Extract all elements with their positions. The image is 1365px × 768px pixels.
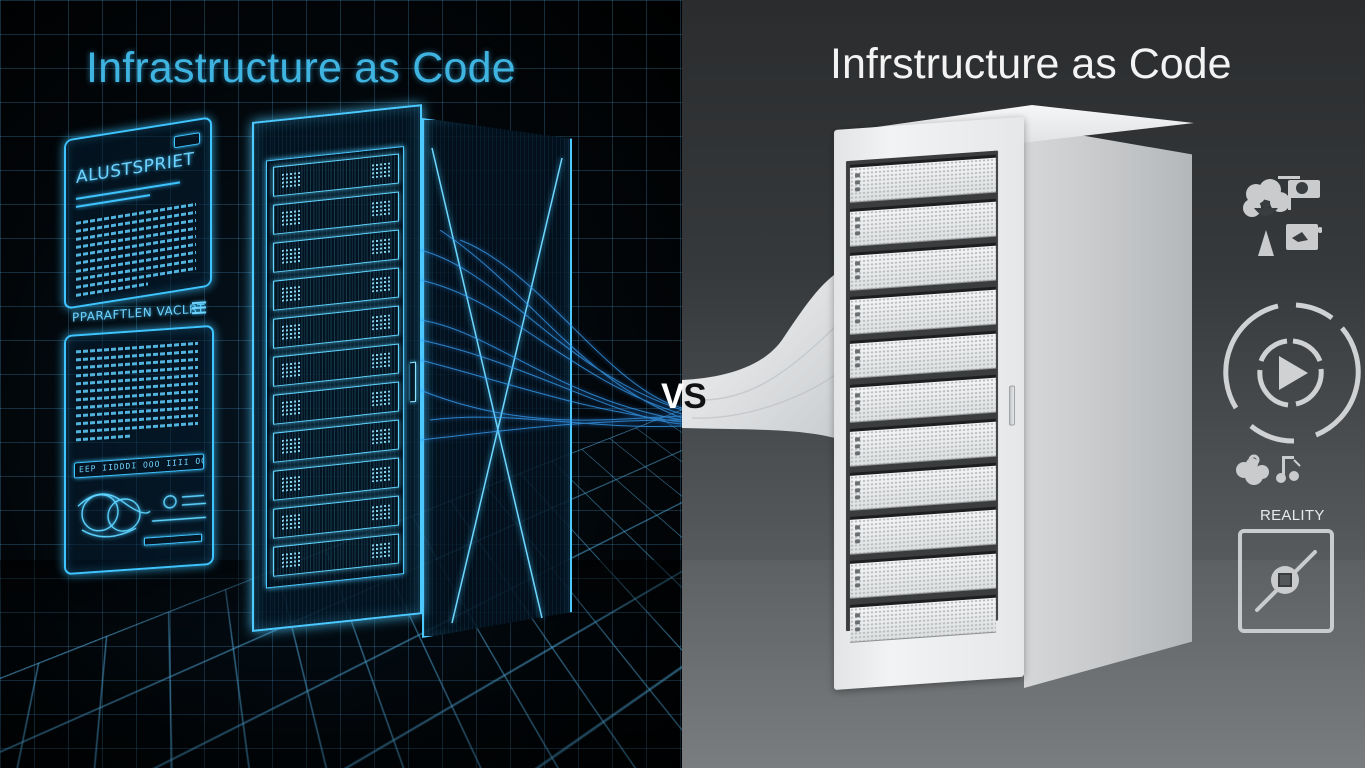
vs-letter-s: S	[683, 377, 706, 416]
music-note-icon	[1276, 456, 1301, 483]
cloud-music-icons	[1236, 454, 1301, 485]
rack-door-handle	[410, 361, 416, 403]
flowing-cloth	[682, 270, 843, 440]
wire-rack-bay	[266, 146, 404, 589]
vs-label: VS	[661, 377, 707, 417]
white-server-rack	[834, 116, 1024, 690]
wire-rack-side	[422, 118, 572, 638]
gear-diagram-icon	[77, 493, 206, 538]
reality-slider-icon	[1238, 529, 1334, 633]
wire-rack-brace	[431, 147, 563, 624]
people-camera-icon	[1243, 176, 1322, 256]
cloud-icon	[1236, 454, 1269, 485]
left-title: Infrastructure as Code	[86, 44, 516, 92]
vs-letter-v: V	[661, 377, 684, 416]
holo-document-bottom: PPARAFTLEN VACLRT EEP IIDDDI OOO IIII OO	[64, 301, 214, 576]
white-rack-bay	[846, 150, 998, 643]
code-lines	[76, 202, 196, 302]
menu-icon	[192, 301, 206, 317]
code-lines	[76, 341, 198, 447]
play-circle-icon	[1223, 302, 1361, 444]
holo-document-top: ALUSTSPRIET	[64, 116, 212, 310]
data-stream-strands	[420, 230, 682, 441]
rack-door-handle	[1009, 385, 1015, 426]
right-panel-physical: Infrstructure as Code	[682, 0, 1365, 768]
wire-server-rack	[252, 104, 422, 633]
white-rack-side	[1024, 125, 1192, 688]
doc-badge	[174, 132, 200, 149]
left-panel-iac-hologram: Infrastructure as Code ALUSTSPRIET PPARA…	[0, 0, 682, 768]
right-title: Infrstructure as Code	[830, 40, 1232, 88]
reality-label: REALITY	[1260, 507, 1325, 524]
doc-status-bar: EEP IIDDDI OOO IIII OO	[74, 453, 204, 479]
